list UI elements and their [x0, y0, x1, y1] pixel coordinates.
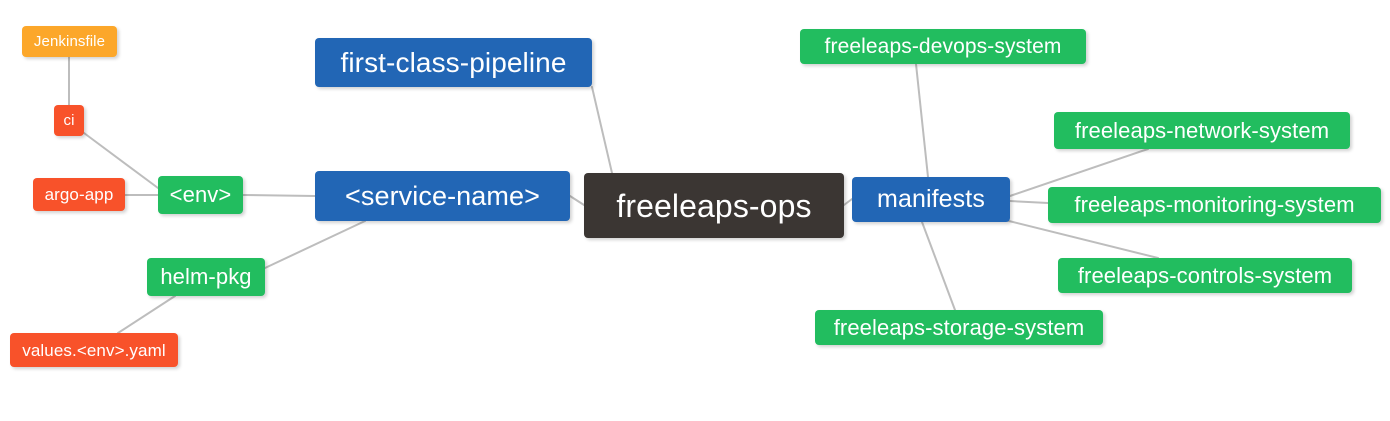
- mindmap-node-label-service-name: <service-name>: [345, 180, 540, 211]
- mindmap-node-label-freeleaps-storage-system: freeleaps-storage-system: [833, 314, 1085, 340]
- mindmap-node-label-freeleaps-monitoring-system: freeleaps-monitoring-system: [1074, 192, 1355, 217]
- mindmap-edge-service-name-to-helm-pkg: [264, 220, 366, 269]
- mindmap-edge-freeleaps-ops-to-service-name: [569, 195, 585, 206]
- mindmap-edge-helm-pkg-to-values-env-yaml: [117, 295, 176, 334]
- mindmap-edge-freeleaps-ops-to-manifests: [843, 198, 853, 206]
- mindmap-node-label-manifests: manifests: [877, 185, 985, 213]
- mindmap-node-label-freeleaps-network-system: freeleaps-network-system: [1074, 117, 1330, 143]
- mindmap-edge-freeleaps-ops-to-first-class-pipeline: [591, 86, 613, 174]
- mindmap-node-label-first-class-pipeline: first-class-pipeline: [340, 46, 567, 78]
- mindmap-edge-manifests-to-freeleaps-controls-system: [1004, 219, 1159, 259]
- mindmap-node-helm-pkg[interactable]: helm-pkg: [147, 258, 265, 296]
- mindmap-node-jenkinsfile[interactable]: Jenkinsfile: [22, 26, 117, 57]
- mindmap-node-freeleaps-controls-system[interactable]: freeleaps-controls-system: [1058, 258, 1352, 293]
- mindmap-edge-manifests-to-freeleaps-storage-system: [921, 221, 956, 311]
- mindmap-node-manifests[interactable]: manifests: [852, 177, 1010, 222]
- mindmap-node-label-values-env-yaml: values.<env>.yaml: [22, 340, 166, 360]
- mindmap-edge-manifests-to-freeleaps-devops-system: [915, 63, 929, 178]
- mindmap-node-env[interactable]: <env>: [158, 176, 243, 214]
- mindmap-node-label-ci: ci: [63, 112, 75, 129]
- mindmap-node-label-jenkinsfile: Jenkinsfile: [33, 33, 106, 50]
- mindmap-node-label-helm-pkg: helm-pkg: [160, 264, 252, 289]
- mindmap-node-label-argo-app: argo-app: [44, 185, 114, 204]
- mindmap-node-label-freeleaps-devops-system: freeleaps-devops-system: [824, 35, 1062, 58]
- mindmap-node-freeleaps-monitoring-system[interactable]: freeleaps-monitoring-system: [1048, 187, 1381, 223]
- mindmap-node-label-freeleaps-ops: freeleaps-ops: [616, 187, 812, 224]
- mindmap-node-freeleaps-ops[interactable]: freeleaps-ops: [584, 173, 844, 238]
- mindmap-node-label-env: <env>: [169, 182, 232, 207]
- mindmap-node-values-env-yaml[interactable]: values.<env>.yaml: [10, 333, 178, 367]
- mindmap-edge-manifests-to-freeleaps-monitoring-system: [1009, 200, 1049, 204]
- mindmap-node-label-freeleaps-controls-system: freeleaps-controls-system: [1077, 262, 1333, 288]
- mindmap-node-freeleaps-devops-system[interactable]: freeleaps-devops-system: [800, 29, 1086, 64]
- mindmap-node-first-class-pipeline[interactable]: first-class-pipeline: [315, 38, 592, 87]
- mindmap-node-argo-app[interactable]: argo-app: [33, 178, 125, 211]
- mindmap-node-service-name[interactable]: <service-name>: [315, 171, 570, 221]
- mindmap-node-ci[interactable]: ci: [54, 105, 84, 136]
- mindmap-node-freeleaps-storage-system[interactable]: freeleaps-storage-system: [815, 310, 1103, 345]
- mindmap-edge-service-name-to-env: [242, 194, 316, 197]
- mindmap-node-freeleaps-network-system[interactable]: freeleaps-network-system: [1054, 112, 1350, 149]
